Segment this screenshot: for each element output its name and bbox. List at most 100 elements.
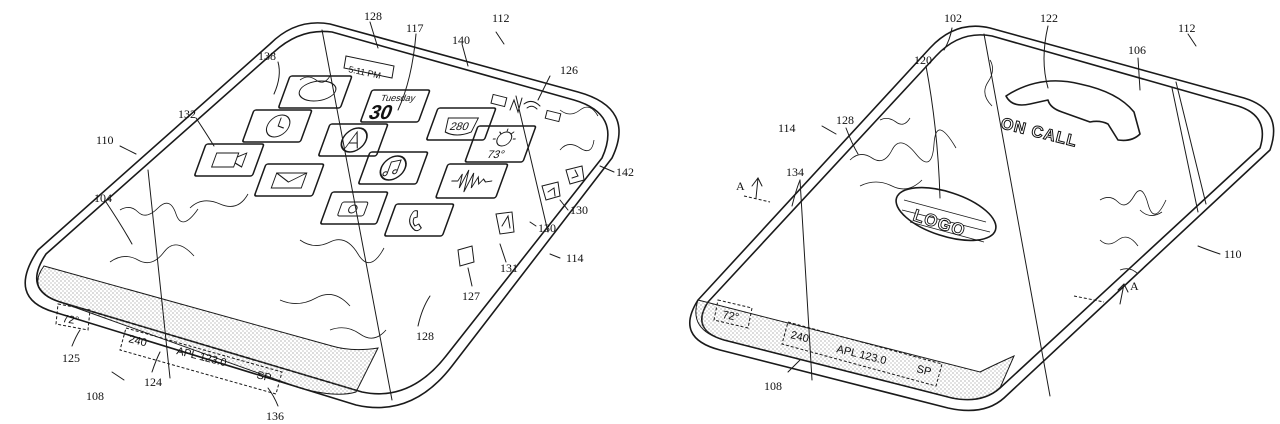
phone-handset-icon [409,210,422,232]
app-store-icon [340,127,368,153]
left-app-calendar: Tuesday 30 [360,89,431,124]
left-ref-112: 112 [492,11,510,25]
sun-icon [496,131,513,147]
right-reflection-line-c [799,179,813,381]
left-app-voice [435,163,509,199]
left-battery-icon [544,109,562,123]
right-ref-128: 128 [836,113,854,127]
left-reflection-line-b [147,169,171,379]
left-app-weather: 73° [464,125,537,163]
phone-handset-icon [1005,80,1141,142]
left-ref-117: 117 [406,21,424,35]
left-reflection-line-c [515,95,549,233]
right-reflection-line-a [983,33,1051,397]
left-arrow-up-button-icon [565,165,585,185]
left-status-icons [490,93,562,123]
right-reflection-line-b [1171,87,1199,213]
right-dotted-strip [695,299,1015,401]
left-ref-108: 108 [86,389,104,403]
left-device-inner-edge [36,30,609,395]
right-on-call-indicator: ON CALL [999,80,1141,151]
right-ref-112: 112 [1178,21,1196,35]
left-ref-114: 114 [566,251,584,265]
right-ref-102: 102 [944,11,962,25]
left-app-camera [320,191,389,225]
left-ref-110: 110 [96,133,114,147]
right-ticker-box [781,321,943,387]
left-app-video [194,143,265,177]
left-ref-128-top: 128 [364,9,382,23]
left-leader-lines [71,21,615,407]
left-ref-128-bottom: 128 [416,329,434,343]
left-app-appstore [318,123,389,157]
right-device-figure: ON CALL LOGO 72° 240 APL 123.0 SP [688,11,1275,412]
left-reflection-line-a [321,29,393,401]
left-ref-131: 131 [500,261,518,275]
left-arrow-back-button-icon [541,181,561,201]
left-ref-138: 138 [258,49,276,63]
left-app-clock [242,109,313,143]
left-dotted-strip [37,265,379,395]
left-ref-125: 125 [62,351,80,365]
music-note-icon [379,155,407,181]
right-ref-110: 110 [1224,247,1242,261]
left-app-music [358,151,429,185]
left-ticker-left: 240 [127,333,148,349]
right-glass-texture [849,59,1167,275]
right-temp-box [713,299,753,329]
left-app-messages [278,75,353,109]
left-ref-136: 136 [266,409,284,423]
left-ref-132: 132 [178,107,196,121]
left-device-figure: 5:11 PM Tuesday 30 280 [24,9,634,423]
camera-icon [337,201,369,217]
right-temp-strip: 72° [721,309,739,324]
left-ref-142: 142 [616,165,634,179]
left-temp-strip: 72° [62,313,80,327]
left-device-outer-edge [24,22,620,409]
left-time-text: 5:11 PM [348,64,382,81]
left-weather-temp: 73° [485,149,506,161]
right-reflection-line-d [1175,81,1207,205]
right-section-arrow-right [1117,283,1129,305]
right-ref-108: 108 [764,379,782,393]
clock-icon [265,114,291,138]
left-ref-130-right: 130 [570,203,588,217]
right-leader-lines [787,25,1221,373]
left-calendar-date: 30 [366,102,396,124]
right-ref-a-left: A [736,179,745,193]
right-section-line-left [743,195,771,203]
right-ref-134: 134 [786,165,804,179]
right-section-arrow-left [751,177,763,199]
left-ref-124: 124 [144,375,162,389]
envelope-icon [270,172,308,189]
left-volume-button-icon [457,245,475,267]
left-app-phone [384,203,455,237]
left-calendar-day: Tuesday [379,93,417,103]
left-app-maps: 280 [426,107,497,141]
chat-bubble-icon [298,80,337,102]
left-highway-number: 280 [448,121,471,133]
highway-shield-icon [444,117,480,136]
right-ref-120: 120 [914,53,932,67]
right-device-outer-edge [688,25,1275,412]
left-glass-texture [109,75,599,339]
left-app-mail [254,163,325,197]
left-nav-arrow-button-icon [495,211,515,235]
right-ref-106: 106 [1128,43,1146,57]
right-ticker-left: 240 [789,329,810,345]
left-side-buttons [457,165,585,267]
left-temp-box [55,303,91,331]
left-ticker-right: SP [255,369,272,384]
right-ref-122: 122 [1040,11,1058,25]
left-ref-140: 140 [452,33,470,47]
left-ref-104: 104 [94,191,112,205]
waveform-icon [451,169,493,193]
right-ref-a-right: A [1130,279,1139,293]
right-section-line-right [1073,295,1105,303]
right-logo-badge: LOGO [895,186,997,243]
video-camera-icon [210,152,240,168]
left-ref-127: 127 [462,289,480,303]
left-ref-130-left: 130 [538,221,556,235]
